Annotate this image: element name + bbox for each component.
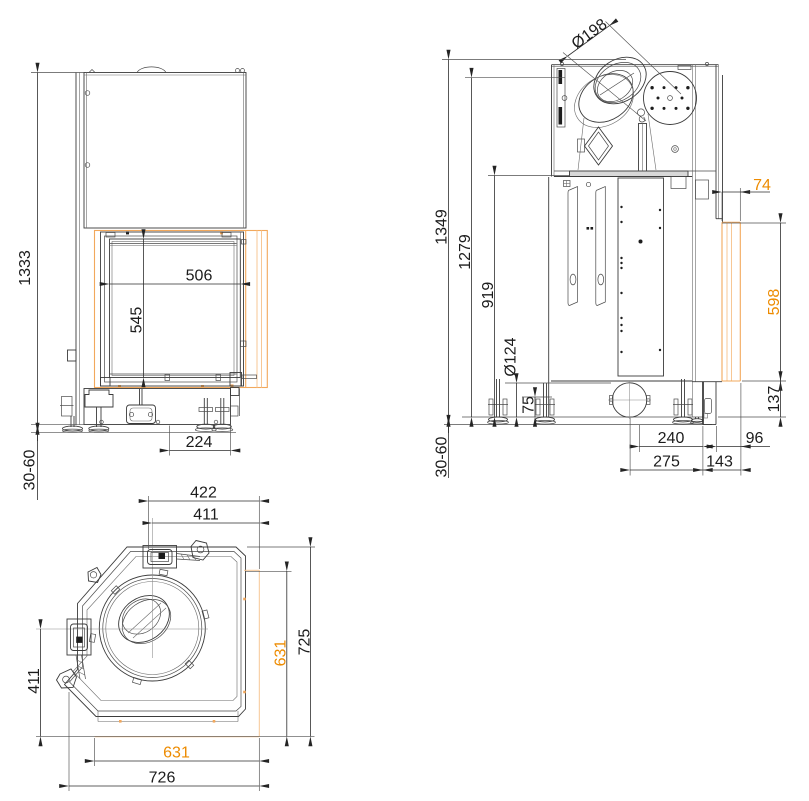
front-view: 1333 30-60 506 545 224 — [17, 62, 268, 500]
front-base — [60, 388, 240, 433]
dim-top-frame-depth: 631 — [273, 640, 290, 667]
frame-screw-dot — [118, 385, 121, 388]
dim-front-feet-offset: 224 — [186, 434, 213, 451]
side-damper-plate — [643, 71, 697, 125]
side-air-slider — [556, 68, 568, 128]
front-foot-jack — [194, 398, 217, 432]
top-bracket-top — [142, 539, 210, 569]
top-ear-chamfer — [87, 566, 102, 584]
top-body — [63, 546, 246, 722]
front-left-trim — [67, 72, 80, 425]
side-view: Ø198 1349 30-60 1279 919 Ø124 75 — [434, 16, 786, 478]
frame-screw-dot — [220, 231, 223, 235]
side-flue-collar — [574, 56, 657, 171]
door-latch — [240, 340, 247, 347]
dim-side-rear-offset: 96 — [746, 430, 764, 447]
side-foot-jack — [672, 379, 694, 425]
frame-screw-dot — [126, 231, 129, 235]
dim-side-plinth-height: 137 — [766, 386, 783, 413]
front-foot-jack — [211, 398, 234, 432]
dim-front-height-total: 1333 — [17, 250, 34, 286]
dim-side-height-firebox-top: 919 — [480, 282, 497, 309]
top-dimensions: 422 411 411 631 725 631 726 — [26, 485, 315, 791]
dim-side-base-depth: 275 — [653, 454, 680, 471]
dim-top-width-total: 726 — [149, 770, 176, 787]
top-view: 422 411 411 631 725 631 726 — [26, 485, 315, 791]
dim-side-flue-diameter: Ø198 — [569, 16, 611, 53]
front-foot-jack — [84, 389, 114, 433]
dim-front-leveling-range: 30-60 — [22, 449, 39, 490]
frame-screw-dot — [119, 720, 122, 723]
dim-side-air-duct-diameter: Ø124 — [503, 337, 520, 376]
dim-side-duct-depth: 240 — [658, 430, 685, 447]
top-ear-bottom-left — [55, 668, 77, 689]
frame-screw-dot — [243, 597, 246, 601]
dim-top-width-center: 411 — [193, 507, 219, 524]
rail-slot-panel — [567, 185, 578, 306]
front-foot-jack — [60, 396, 83, 433]
side-counterweight-panel — [617, 177, 664, 377]
side-front-rails — [548, 177, 606, 417]
dim-side-height-body: 1279 — [457, 234, 474, 270]
front-door — [100, 231, 257, 396]
side-hanger-rod — [637, 108, 647, 177]
side-dimensions: Ø198 1349 30-60 1279 919 Ø124 75 — [434, 16, 786, 478]
dim-side-height-to-flue: 1349 — [434, 209, 451, 245]
dim-side-frame-height: 598 — [766, 289, 783, 316]
side-foot-small — [690, 417, 704, 425]
dim-top-frame-width: 631 — [163, 745, 190, 762]
dim-front-glass-height: 545 — [129, 307, 146, 334]
side-diamond-plate — [577, 126, 614, 166]
rear-screw — [671, 145, 679, 153]
dim-top-width-bracket: 422 — [190, 485, 217, 502]
side-air-duct — [608, 381, 651, 419]
front-glass — [109, 238, 241, 378]
dim-side-air-duct-height: 75 — [521, 396, 538, 414]
front-mounting-frame — [93, 229, 268, 389]
dim-front-glass-width: 506 — [186, 268, 213, 285]
side-foot-jack — [534, 383, 556, 425]
dim-side-frame-offset: 74 — [753, 177, 771, 194]
top-flue-clips — [88, 568, 210, 685]
top-flue-assembly — [88, 568, 210, 685]
top-ear-right — [190, 539, 210, 561]
top-bracket-left — [55, 618, 92, 689]
frame-screw-dot — [212, 720, 216, 723]
top-frame-orange — [94, 569, 260, 738]
hood-handle-arc — [136, 66, 167, 73]
dim-side-frame-depth: 143 — [706, 454, 733, 471]
side-base — [444, 379, 722, 425]
rail-slot-panel — [595, 185, 606, 306]
side-body — [551, 62, 723, 417]
frame-screw-dot — [243, 690, 246, 694]
side-top-plate — [554, 170, 716, 200]
side-foot-jack — [487, 379, 509, 425]
dim-top-depth-center: 411 — [26, 668, 43, 694]
dim-top-depth-total: 725 — [297, 629, 314, 656]
dim-side-leveling-range: 30-60 — [434, 436, 451, 477]
side-frame-strip — [721, 221, 741, 382]
front-dimensions: 1333 30-60 506 545 224 — [17, 62, 251, 500]
front-hood — [83, 66, 247, 229]
frame-screw-dot — [201, 385, 204, 388]
